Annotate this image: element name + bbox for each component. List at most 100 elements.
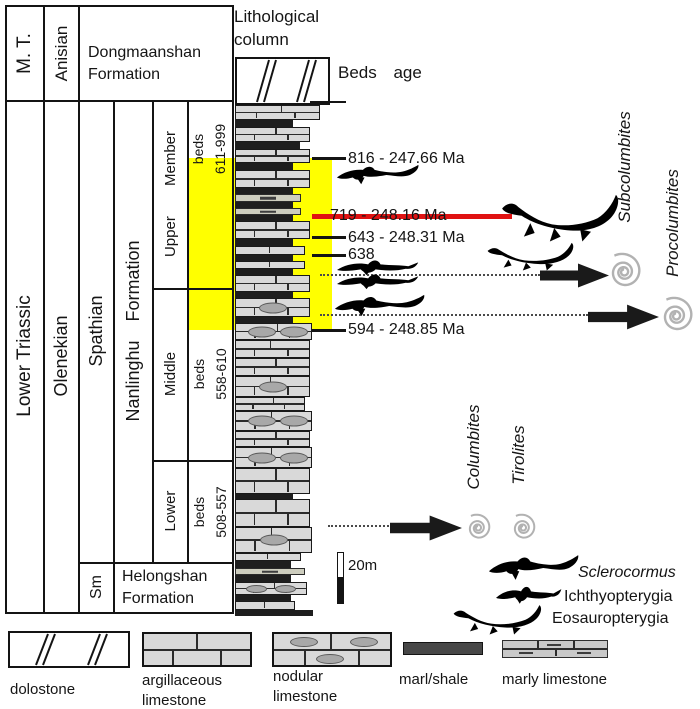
marker-594: 594 - 248.85 Ma (348, 321, 465, 338)
bed-ls (235, 468, 310, 494)
label-columbites: Columbites (464, 404, 483, 490)
bed-ml (235, 494, 293, 499)
bed-nd2 (235, 323, 312, 340)
label-upper-member: Upper Member (162, 130, 179, 258)
legend-swatch-nodular (272, 632, 392, 667)
header-lithological-column: Lithological column (234, 7, 320, 49)
dolostone-pattern (35, 633, 108, 666)
bed-ls (235, 221, 310, 239)
tick-bed-643 (312, 236, 346, 239)
bed-ml (235, 595, 291, 601)
bed-ls (235, 397, 305, 411)
bed-nd2s (235, 582, 307, 595)
scale-bar-label: 20m (348, 557, 378, 574)
label-beds-lower: beds 508-557 (190, 486, 229, 538)
bed-ml (235, 239, 293, 246)
tick-bed-594 (312, 329, 346, 332)
label-procolumbites: Procolumbites (663, 169, 682, 277)
label-lower-triassic: Lower Triassic (14, 295, 35, 417)
label-nanlinghu: Nanlinghu Formation (123, 240, 143, 422)
bed-nd1 (235, 376, 310, 397)
legend-label-dolostone: dolostone (10, 681, 76, 698)
bed-ls (235, 246, 305, 255)
label-beds-upper: beds 611-999 (190, 123, 228, 175)
bed-ml (235, 269, 293, 275)
bed-ml (235, 610, 313, 616)
label-middle-member: Middle (162, 351, 179, 397)
legend-swatch-marl-shale (403, 642, 483, 655)
column-dolostone-block (235, 57, 330, 105)
legend-swatch-argillaceous (142, 632, 252, 667)
ichthyosaur-silhouette-816 (336, 164, 419, 185)
bed-ls (235, 358, 310, 376)
ichthyopterygian-silhouette-638b (337, 274, 419, 290)
red-boundary-line-719 (312, 214, 512, 219)
eosauropterygia-silhouette (453, 605, 542, 635)
dotted-line-procolumbites (320, 314, 588, 316)
legend-label-nodular: nodular limestone (273, 668, 338, 705)
legend-label-marly-limestone: marly limestone (502, 671, 608, 688)
marker-719: 719 - 248.16 Ma (330, 207, 447, 224)
label-helongshan: Helongshan Formation (122, 568, 208, 607)
bed-ml (235, 317, 293, 323)
bed-nd2 (235, 411, 312, 431)
label-beds-middle: beds 558-610 (190, 348, 229, 400)
bed-nd1 (235, 527, 312, 553)
bed-ls (235, 601, 295, 610)
bed-nd2 (235, 447, 312, 468)
marker-816: 816 - 247.66 Ma (348, 150, 465, 167)
legend-swatch-dolostone (8, 631, 130, 668)
bed-my (235, 194, 301, 202)
bed-ls (235, 127, 310, 142)
label-lower-member: Lower (162, 490, 179, 532)
bed-ml (235, 561, 291, 568)
bed-ls (235, 149, 310, 163)
marker-638: 638 (348, 246, 375, 263)
legend-eosauropterygia: Eosauropterygia (552, 610, 669, 627)
bed-ml (235, 142, 300, 149)
ammonite-icon-procolumbites (663, 296, 693, 331)
bed-ls (235, 261, 305, 269)
legend-label-marl-shale: marl/shale (399, 671, 469, 688)
bed-my (235, 208, 301, 215)
arrow-subcolumbites (540, 263, 609, 288)
label-anisian: Anisian (51, 25, 71, 82)
bed-ls (235, 340, 310, 358)
bed-my (235, 568, 305, 575)
legend-sclerocormus: Sclerocormus (578, 564, 676, 581)
legend-ichthyopterygia: Ichthyopterygia (564, 588, 673, 605)
header-beds-age: Beds age (338, 63, 422, 82)
dotted-line-subcolumbites (320, 274, 540, 276)
tick-bed-816 (312, 157, 346, 160)
ammonite-icon-tirolites (513, 513, 536, 539)
label-dongmaanshan: Dongmaanshan Formation (88, 44, 201, 84)
marker-643: 643 - 248.31 Ma (348, 229, 465, 246)
label-smithian: Sm (87, 575, 105, 599)
bed-ls (235, 275, 310, 292)
dotted-line-columbites (328, 525, 392, 527)
bed-ls (235, 170, 310, 188)
scale-bar (337, 552, 344, 604)
bed-ls (235, 499, 310, 527)
column-top-ledge (310, 101, 346, 103)
cell-beds-lower (187, 460, 234, 564)
bed-nd1 (235, 298, 310, 317)
bed-ls (235, 431, 310, 447)
bed-ml (235, 120, 293, 127)
eosauropterygian-silhouette-719 (502, 194, 619, 242)
bed-ls (235, 553, 301, 561)
legend-label-argillaceous: argillaceous limestone (142, 672, 223, 709)
bed-ml (235, 255, 293, 261)
arrow-columbites (390, 515, 462, 541)
dolostone-pattern (256, 59, 317, 103)
ichthyosaur-silhouette-594 (334, 294, 425, 317)
label-middle-triassic: M. T. (14, 33, 35, 74)
bed-ml (235, 575, 291, 582)
bed-ml (235, 163, 293, 170)
label-spathian: Spathian (86, 295, 106, 367)
bed-ml (235, 215, 293, 221)
legend-swatch-marly-limestone (502, 640, 608, 658)
bed-ls (235, 105, 320, 120)
arrow-procolumbites (588, 304, 659, 330)
